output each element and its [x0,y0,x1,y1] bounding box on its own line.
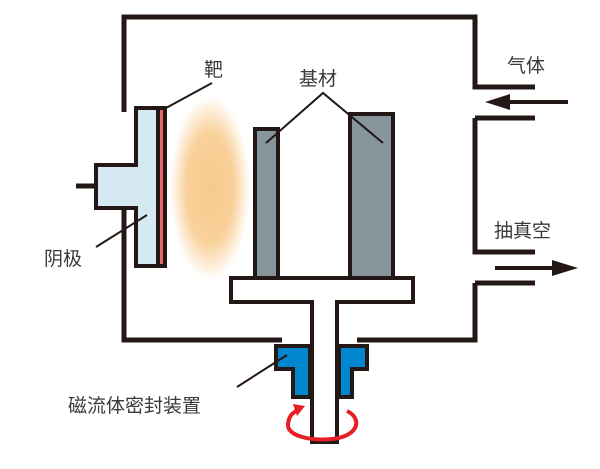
vacuum-arrow-icon [552,260,578,276]
rotation-arrow-icon [286,408,359,442]
seal-leader [236,354,288,388]
chamber-wall [121,14,535,343]
seal-left [274,344,312,399]
cathode [94,106,162,268]
label-seal: 磁流体密封装置 [68,395,201,417]
label-substrate: 基材 [299,68,337,90]
label-cathode: 阴极 [44,248,82,270]
substrate-leader [265,91,384,144]
substrate-right [348,112,395,280]
label-target: 靶 [204,59,223,81]
rotation-arrowhead-icon [293,404,305,416]
cathode-leader [95,214,148,248]
seal-right [337,344,369,399]
substrate-left [253,127,280,280]
label-gas: 气体 [507,55,545,77]
plasma-glow [170,96,250,280]
gas-arrow-icon [485,94,510,110]
substrate-holder [229,276,415,444]
target-leader [165,82,213,109]
label-vacuum: 抽真空 [494,220,551,242]
target [156,106,167,268]
